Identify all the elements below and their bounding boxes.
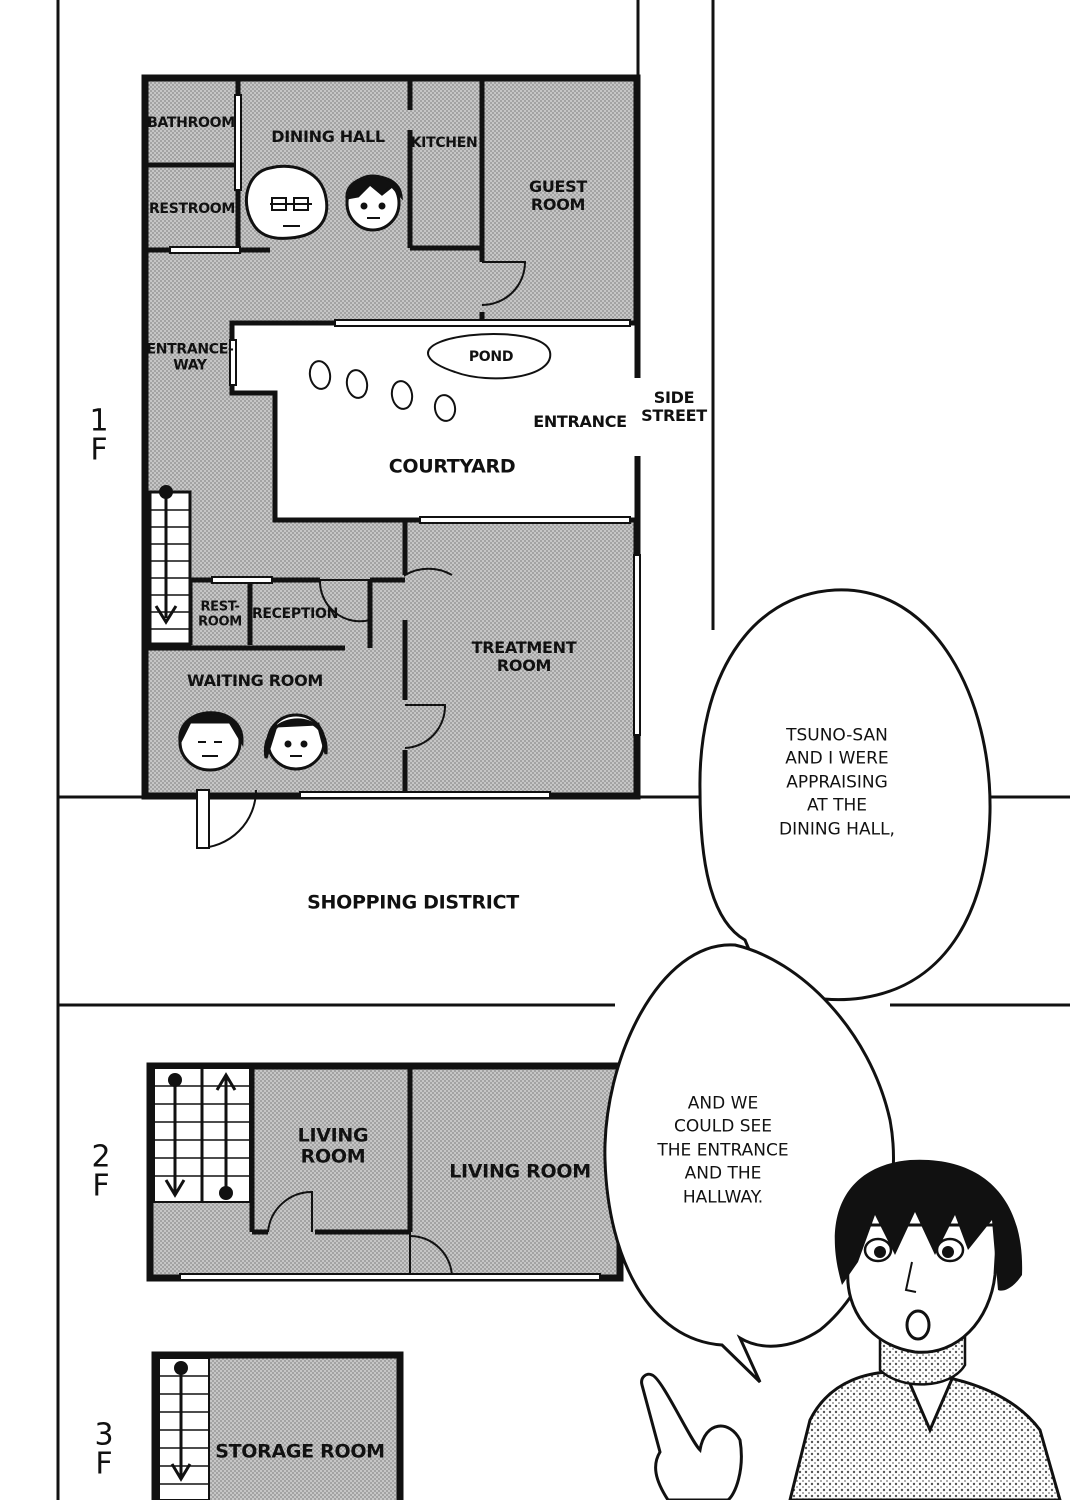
- label-shopping-district: SHOPPING DISTRICT: [307, 891, 519, 914]
- room-label-living-room-small: LIVING ROOM: [297, 1124, 369, 1168]
- room-label-storage-room: STORAGE ROOM: [215, 1440, 385, 1463]
- room-label-dining-hall: DINING HALL: [271, 127, 385, 147]
- panel-borders: [56, 0, 1070, 1500]
- room-label-waiting-room: WAITING ROOM: [186, 671, 324, 691]
- character-boy-pointing: [640, 1159, 1062, 1500]
- room-label-bathroom: BATHROOM: [147, 115, 235, 132]
- floor-label-2f: 2 F: [91, 1139, 111, 1203]
- speech-bubble-2-text: AND WE COULD SEE THE ENTRANCE AND THE HA…: [657, 1093, 789, 1208]
- floor-label-3f: 3 F: [94, 1417, 114, 1481]
- label-pond: POND: [468, 349, 514, 366]
- speech-bubbles: [603, 588, 992, 1384]
- room-label-treatment-room: TREATMENT ROOM: [471, 638, 577, 675]
- floor-2-plan: [146, 1062, 624, 1282]
- label-courtyard: COURTYARD: [388, 455, 516, 478]
- room-label-guest-room: GUEST ROOM: [529, 177, 587, 214]
- floor-3-plan: [151, 1351, 404, 1500]
- character-face-woman: [178, 711, 244, 772]
- room-label-living-room-large: LIVING ROOM: [449, 1160, 591, 1183]
- room-label-kitchen: KITCHEN: [410, 135, 478, 152]
- floor-label-1f: 1 F: [89, 403, 109, 467]
- character-face-glasses: [244, 164, 329, 240]
- room-label-restroom: RESTROOM: [148, 201, 236, 218]
- floor-1-plan: [141, 74, 643, 850]
- room-label-entranceway: ENTRANCE- WAY: [146, 341, 234, 373]
- room-label-small-restroom: REST- ROOM: [198, 599, 242, 629]
- label-entrance: ENTRANCE: [533, 412, 627, 432]
- label-side-street: SIDE STREET: [641, 388, 707, 425]
- character-face-boy: [345, 174, 403, 232]
- speech-bubble-1-text: TSUNO-SAN AND I WERE APPRAISING AT THE D…: [779, 725, 895, 840]
- room-label-reception: RECEPTION: [251, 606, 339, 623]
- character-face-girl: [263, 713, 328, 771]
